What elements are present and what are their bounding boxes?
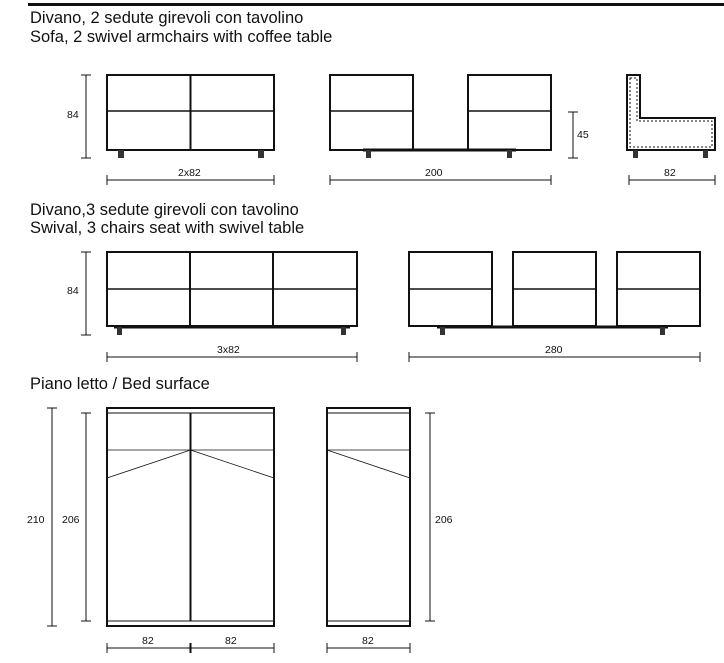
s2-height-label: 84 [67, 285, 79, 297]
s1-seat-height-label: 45 [577, 129, 589, 141]
s1-sofa-front [106, 74, 275, 158]
s1-side-depth-label: 82 [664, 167, 676, 179]
top-rule [28, 3, 724, 6]
s1-split-view [329, 74, 552, 158]
s1-height-label: 84 [67, 109, 79, 121]
section2-title-it: Divano,3 sedute girevoli con tavolino [30, 201, 299, 219]
s2-sofa-front [106, 251, 358, 335]
s2-split-width-label: 280 [545, 344, 563, 356]
bed-top-view [106, 407, 275, 627]
s1-split-width-label: 200 [425, 167, 443, 179]
section1-title-it: Divano, 2 sedute girevoli con tavolino [30, 9, 304, 27]
bed-inner-length-label: 206 [62, 514, 80, 526]
section3-title: Piano letto / Bed surface [30, 375, 210, 393]
s1-side-view [626, 74, 716, 158]
bed-width-right-label: 82 [225, 635, 237, 647]
bed-side-width-label: 82 [362, 635, 374, 647]
s1-width-label: 2x82 [178, 167, 201, 179]
section2-title-en: Swival, 3 chairs seat with swivel table [30, 219, 305, 237]
bed-side-length-label: 206 [435, 514, 453, 526]
bed-width-left-label: 82 [142, 635, 154, 647]
s2-split-view [408, 251, 701, 335]
bed-total-length-label: 210 [27, 514, 45, 526]
s2-width-label: 3x82 [217, 344, 240, 356]
bed-side-view [326, 407, 411, 627]
section1-title-en: Sofa, 2 swivel armchairs with coffee tab… [30, 28, 333, 46]
